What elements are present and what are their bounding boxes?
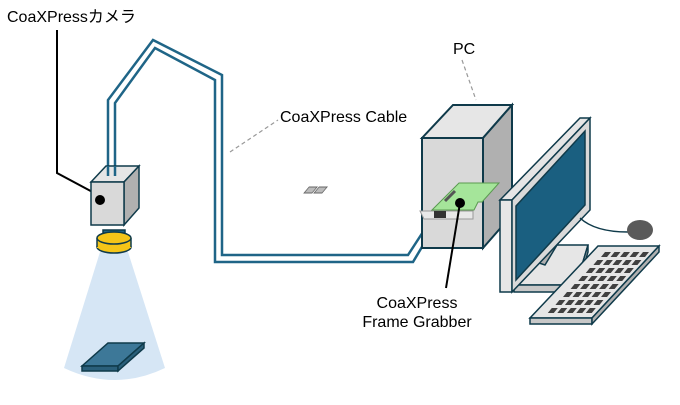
keyboard-key <box>576 308 587 313</box>
frame-grabber-icon <box>303 182 501 289</box>
keyboard-key <box>606 276 617 281</box>
frame-grabber-label: CoaXPress Frame Grabber <box>352 294 482 332</box>
keyboard-key <box>570 284 581 289</box>
pc-label: PC <box>453 41 476 58</box>
keyboard-key <box>585 308 596 313</box>
keyboard-key <box>566 308 577 313</box>
keyboard-key <box>557 308 568 313</box>
pc-leader-line <box>461 59 477 101</box>
keyboard-key <box>610 252 621 257</box>
keyboard-key <box>601 252 611 257</box>
keyboard-key <box>593 300 604 305</box>
keyboard-key <box>582 292 592 297</box>
workpiece-icon <box>80 341 146 373</box>
keyboard-key <box>572 292 583 297</box>
camera-icon <box>89 164 141 254</box>
keyboard-key <box>616 276 627 281</box>
keyboard-key <box>587 276 598 281</box>
keyboard-key <box>621 260 632 265</box>
cable-icon <box>106 38 443 264</box>
keyboard-key <box>604 268 615 273</box>
keyboard-key <box>639 252 649 257</box>
cable-label: CoaXPress Cable <box>280 109 408 126</box>
mouse-icon <box>627 220 653 240</box>
pc-tower-icon <box>419 102 515 251</box>
keyboard-key <box>631 260 642 265</box>
frame-grabber-label-line1: CoaXPress <box>376 295 458 312</box>
keyboard-icon <box>528 244 661 326</box>
keyboard-key <box>555 300 566 305</box>
keyboard-key <box>595 268 606 273</box>
mouse-cable <box>579 217 629 233</box>
keyboard-key <box>599 284 610 289</box>
keyboard-key <box>597 276 608 281</box>
keyboard-key <box>564 300 575 305</box>
keyboard-key <box>583 300 594 305</box>
keyboard-key <box>602 260 613 265</box>
keyboard-key <box>614 268 625 273</box>
keyboard-key <box>623 268 634 273</box>
keyboard-key <box>629 252 640 257</box>
keyboard-key <box>547 308 558 313</box>
frame-grabber-label-line2: Frame Grabber <box>362 314 472 331</box>
keyboard-key <box>612 260 623 265</box>
keyboard-key <box>574 300 585 305</box>
keyboard-key <box>585 268 596 273</box>
keyboard-key <box>620 252 630 257</box>
cable-leader-line <box>229 119 279 153</box>
keyboard-key <box>591 292 602 297</box>
keyboard-key <box>593 260 604 265</box>
keyboard-key <box>578 276 589 281</box>
monitor-icon <box>498 116 592 294</box>
keyboard-key <box>580 284 591 289</box>
keyboard-key <box>589 284 600 289</box>
keyboard-key <box>563 292 573 297</box>
camera-label: CoaXPressカメラ <box>7 9 136 26</box>
keyboard-key <box>608 284 619 289</box>
keyboard-key <box>601 292 611 297</box>
